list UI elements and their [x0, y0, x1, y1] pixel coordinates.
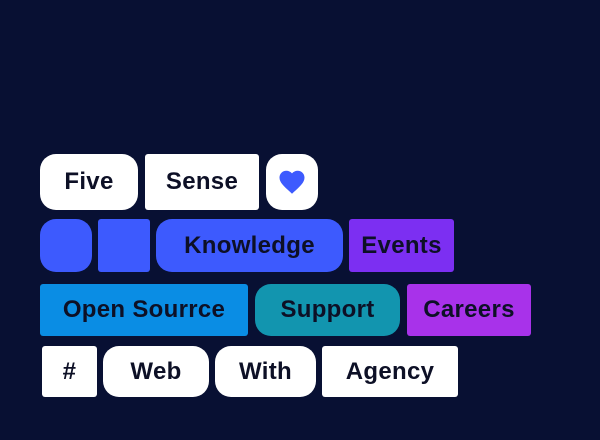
tag-hash-label: # — [62, 357, 77, 385]
tag-web[interactable]: Web — [103, 346, 209, 397]
tag-knowledge[interactable]: Knowledge — [156, 219, 343, 272]
tag-hash[interactable]: # — [42, 346, 97, 397]
chip-row-3: Open Sourrce Support Careers — [40, 284, 531, 336]
heart-icon — [279, 170, 305, 194]
tag-sense[interactable]: Sense — [145, 154, 259, 210]
blank-blue-tile-1[interactable] — [40, 219, 92, 272]
tag-careers-label: Careers — [423, 296, 515, 323]
tag-events-label: Events — [361, 231, 442, 259]
tag-open-sourrce[interactable]: Open Sourrce — [40, 284, 248, 336]
tag-agency[interactable]: Agency — [322, 346, 458, 397]
blank-blue-tile-2[interactable] — [98, 219, 150, 272]
tag-agency-label: Agency — [345, 357, 435, 385]
chip-row-4: # Web With Agency — [42, 346, 458, 397]
tag-five-label: Five — [64, 168, 114, 195]
tag-careers[interactable]: Careers — [407, 284, 531, 336]
heart-tile[interactable] — [266, 154, 318, 210]
tag-with-label: With — [239, 357, 292, 385]
tag-events[interactable]: Events — [349, 219, 454, 272]
tag-five[interactable]: Five — [40, 154, 138, 210]
chip-row-1: Five Sense — [40, 154, 318, 210]
chip-row-2: Knowledge Events — [40, 219, 454, 272]
tag-knowledge-label: Knowledge — [184, 231, 315, 259]
tag-open-sourrce-label: Open Sourrce — [62, 296, 226, 323]
tag-support[interactable]: Support — [255, 284, 400, 336]
tag-support-label: Support — [280, 296, 375, 323]
tag-sense-label: Sense — [165, 168, 239, 195]
tag-web-label: Web — [130, 357, 182, 385]
tag-with[interactable]: With — [215, 346, 316, 397]
